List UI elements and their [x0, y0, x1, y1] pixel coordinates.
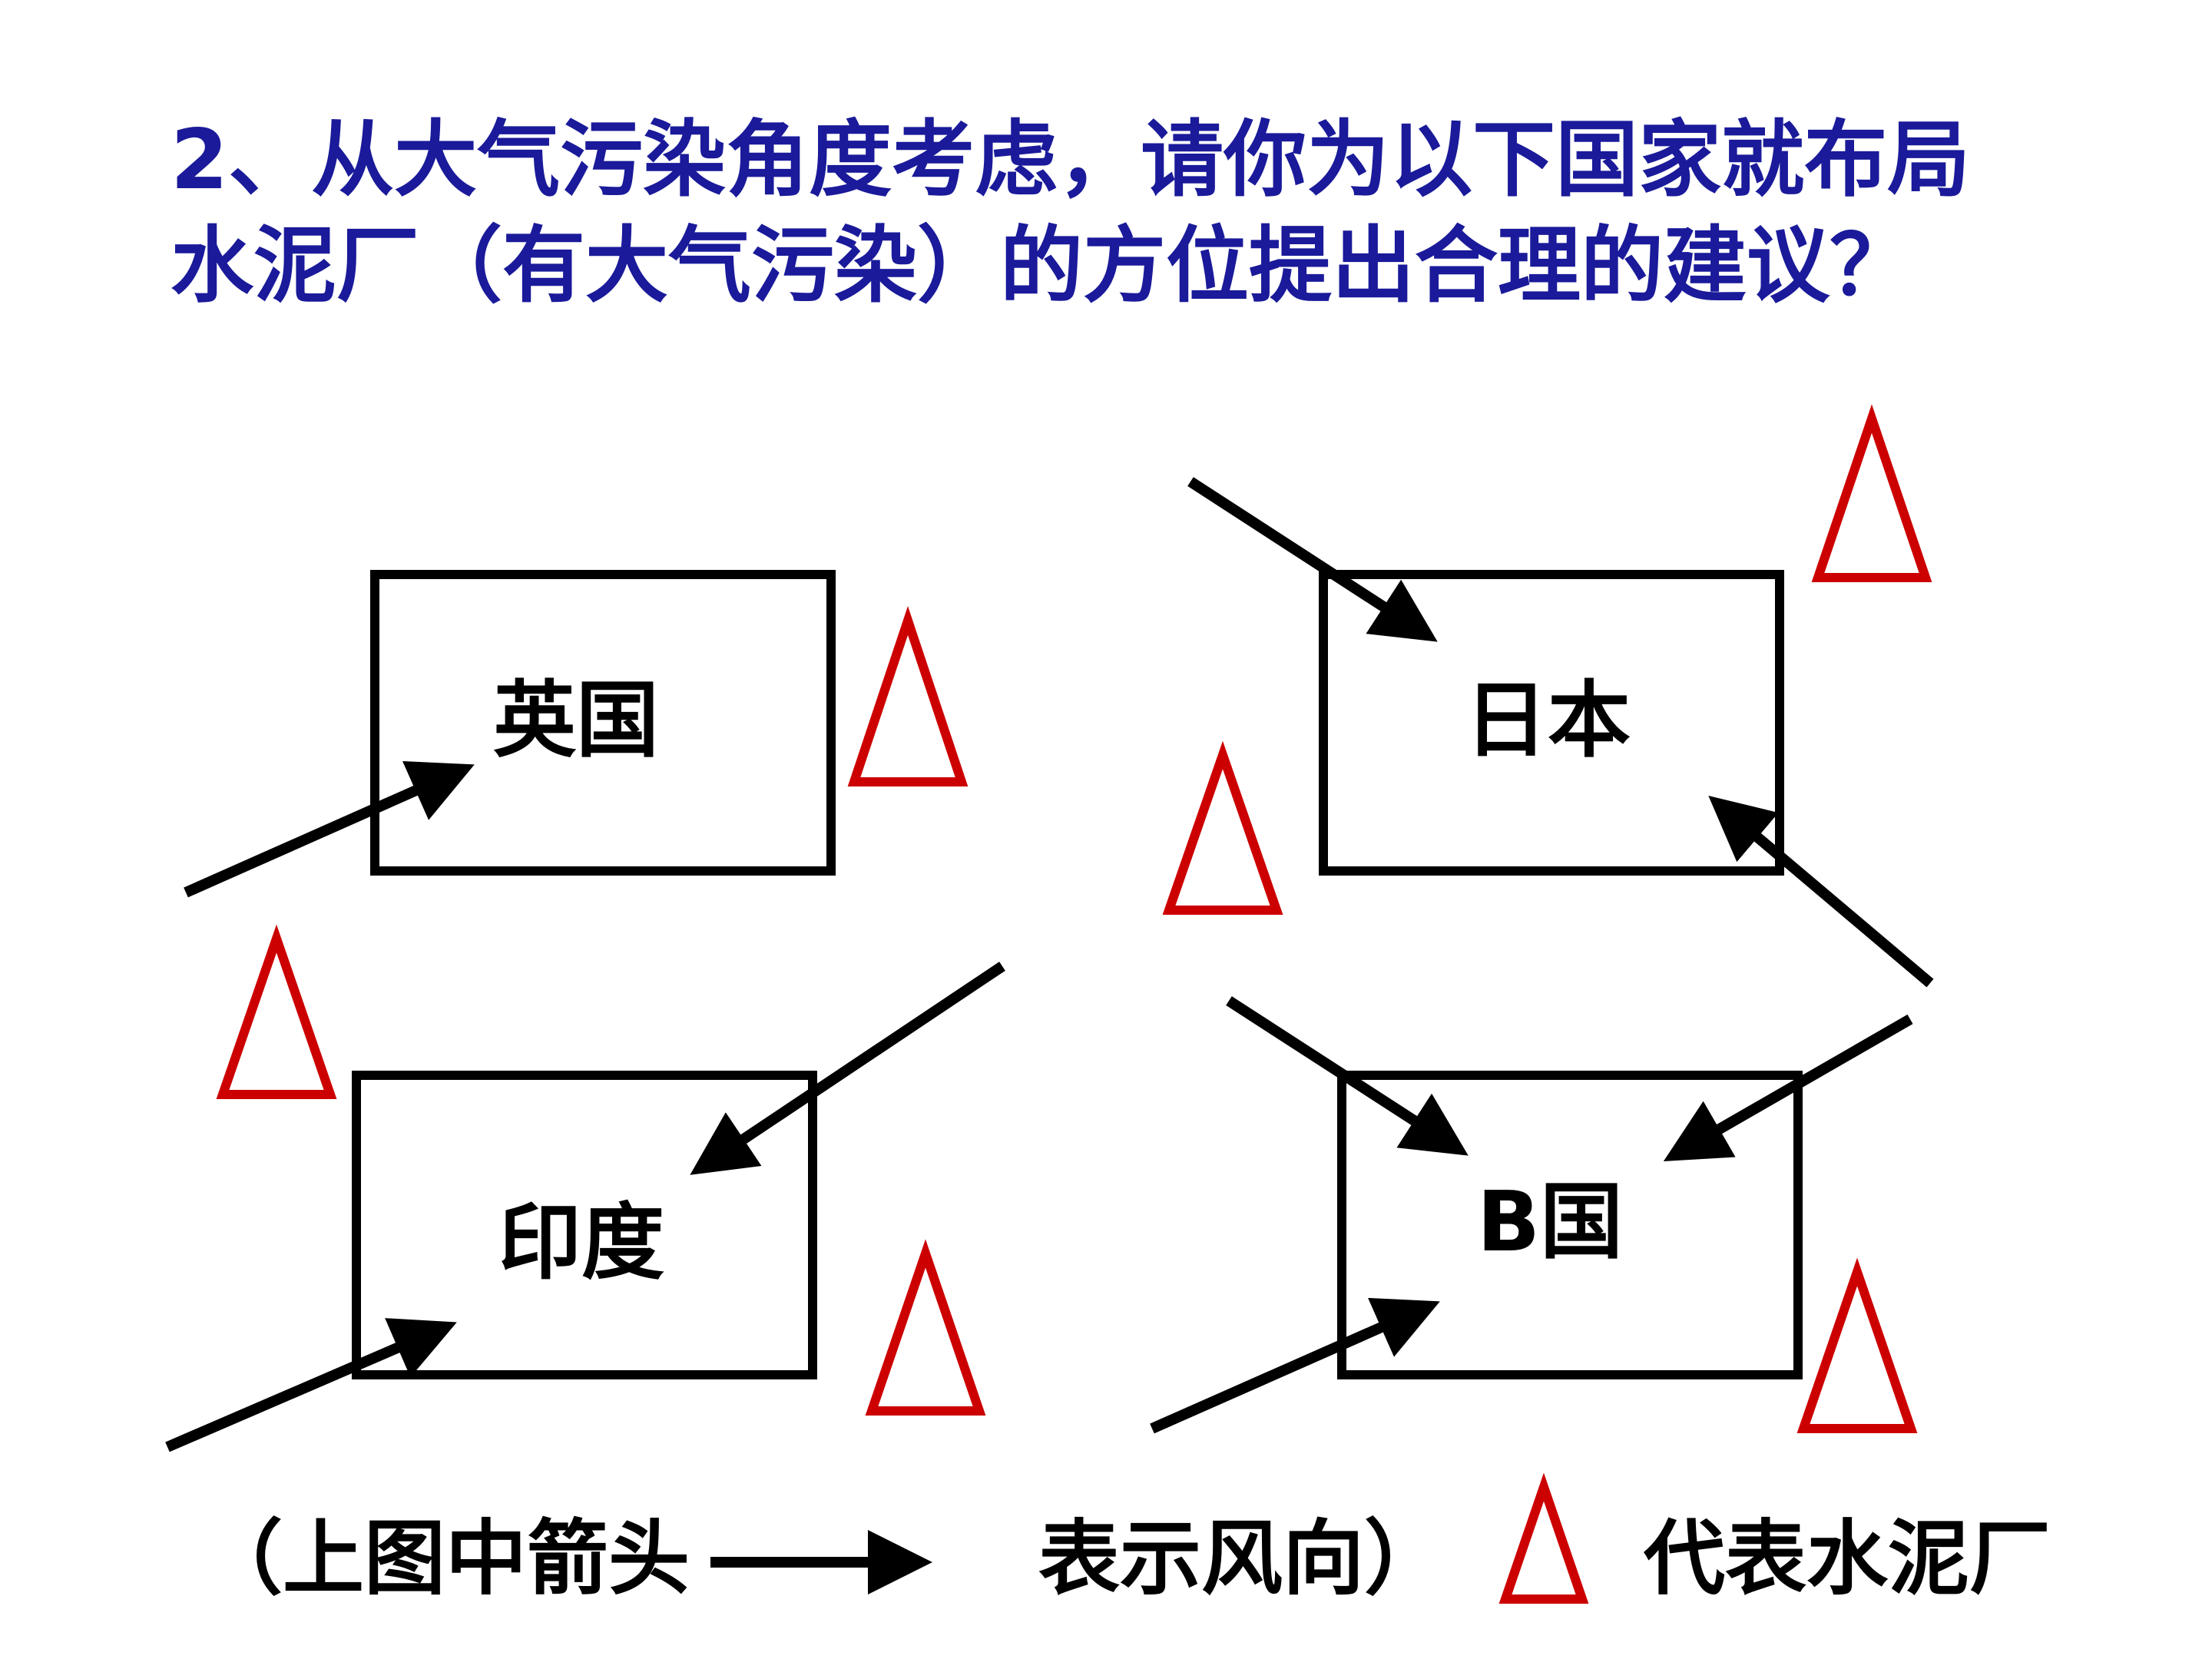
- country-label-b: B国: [1477, 1174, 1623, 1270]
- question-title-line-1: 2、从大气污染角度考虑，请你为以下国家就布局: [171, 112, 1971, 208]
- wind-arrow-icon: [1187, 477, 1438, 642]
- cement-plant-triangle-icon: [865, 1239, 986, 1416]
- legend-triangle-label: 代表水泥厂: [1644, 1512, 2051, 1606]
- cement-plant-triangle-icon: [847, 606, 969, 786]
- legend-triangle-icon: [1498, 1472, 1589, 1604]
- wind-arrow-icon: [184, 760, 475, 898]
- wind-arrow-icon: [1708, 795, 1934, 988]
- country-label-india: 印度: [498, 1195, 664, 1291]
- cement-plant-triangle-icon: [1162, 740, 1283, 915]
- question-title-line-2: 水泥厂（有大气污染）的方位提出合理的建议？: [171, 218, 1913, 314]
- legend-arrow-suffix: 表示风向）: [1038, 1512, 1445, 1606]
- question-title: 2、从大气污染角度考虑，请你为以下国家就布局 水泥厂（有大气污染）的方位提出合理…: [171, 108, 2137, 320]
- legend-arrow-prefix: （上图中箭头: [201, 1512, 690, 1606]
- wind-arrow-icon: [1150, 1297, 1440, 1434]
- country-box-uk: [370, 570, 836, 876]
- country-label-uk: 英国: [493, 673, 659, 769]
- country-label-japan: 日本: [1465, 673, 1631, 769]
- wind-arrow-icon: [690, 962, 1005, 1175]
- country-box-b: [1337, 1071, 1803, 1379]
- country-box-india: [352, 1071, 817, 1379]
- country-box-japan: [1319, 570, 1784, 876]
- cement-plant-triangle-icon: [1796, 1257, 1918, 1433]
- wind-arrow-icon: [1663, 1014, 1913, 1161]
- cement-plant-triangle-icon: [1811, 404, 1932, 582]
- wind-arrow-icon: [1226, 996, 1469, 1156]
- wind-arrow-icon: [165, 1318, 457, 1452]
- cement-plant-triangle-icon: [216, 924, 337, 1099]
